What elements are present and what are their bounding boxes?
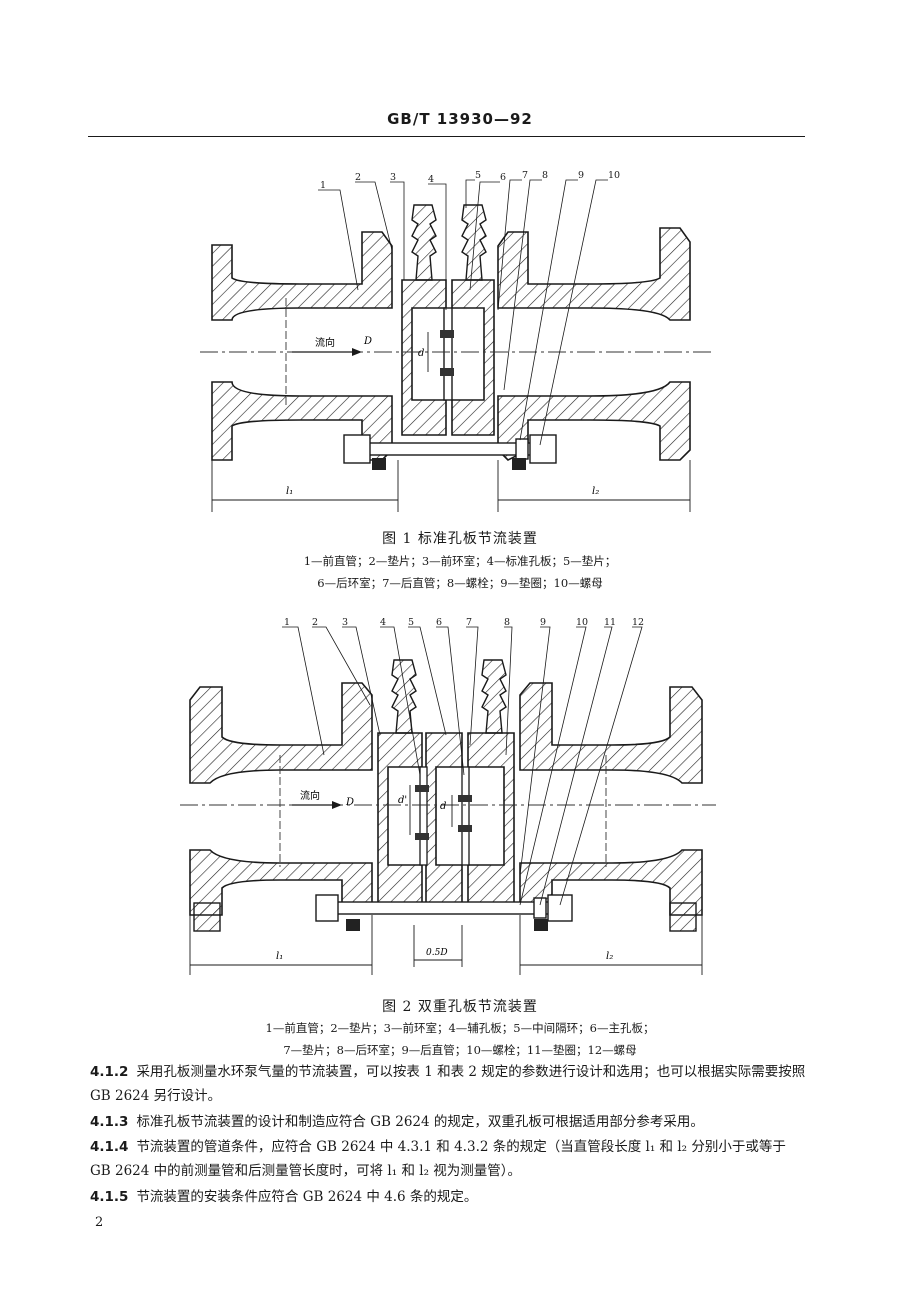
dim-dprime-label: d' [398,795,407,806]
clause-4-1-5: 4.1.5 节流装置的安装条件应符合 GB 2624 中 4.6 条的规定。 [90,1185,808,1209]
label-2: 2 [312,617,318,628]
washer [515,438,529,460]
nut [547,894,573,922]
label-8: 8 [542,170,548,181]
label-4: 4 [428,174,434,185]
figure-2-caption: 图 2 双重孔板节流装置 [382,999,538,1015]
orifice-plate [443,307,453,401]
figure-2-drawing: 流向 D d' d 1 2 3 4 5 6 7 8 9 10 11 12 [180,617,716,975]
label-1: 1 [320,180,326,191]
rear-annular-chamber [467,732,515,904]
header-rule [88,136,805,137]
label-5: 5 [475,170,481,181]
clause-number: 4.1.2 [90,1064,129,1080]
intermediate-ring [425,732,463,904]
clause-4-1-3: 4.1.3 标准孔板节流装置的设计和制造应符合 GB 2624 的规定，双重孔板可… [90,1110,808,1134]
pressure-tap-right [481,659,507,734]
main-orifice-plate [461,766,470,866]
clause-text: 采用孔板测量水环泵气量的节流装置，可以按表 1 和表 2 规定的参数进行设计和选… [90,1064,806,1104]
dim-l1-label: l₁ [286,486,293,497]
washer [533,897,547,919]
bolt-head [315,894,339,922]
front-pipe-upper-wall [189,682,373,784]
figure-2: 流向 D d' d 1 2 3 4 5 6 7 8 9 10 11 12 [0,605,920,990]
dim-half-D-label: 0.5D [426,948,448,958]
bolt [319,901,571,915]
figure-2-legend-line-1: 1—前直管；2—垫片；3—前环室；4—辅孔板；5—中间隔环；6—主孔板； [265,1021,655,1035]
figure-1: 流向 D d 1 2 3 4 5 6 7 8 9 10 [0,160,920,520]
clause-text: 节流装置的安装条件应符合 GB 2624 中 4.6 条的规定。 [136,1189,478,1205]
clause-number: 4.1.5 [90,1189,129,1205]
figure-1-legend-line-2: 6—后环室；7—后直管；8—螺栓；9—垫圈；10—螺母 [317,576,603,590]
label-10: 10 [576,617,588,628]
rear-pipe-upper-wall [497,227,691,321]
dim-l1-label: l₁ [276,951,283,962]
figure-1-legend-line-1: 1—前直管；2—垫片；3—前环室；4—标准孔板；5—垫片； [303,554,617,568]
label-9: 9 [578,170,584,181]
clause-number: 4.1.4 [90,1139,129,1155]
clause-text: 标准孔板节流装置的设计和制造应符合 GB 2624 的规定，双重孔板可根据适用部… [136,1114,704,1130]
label-7: 7 [522,170,528,181]
figure-1-caption: 图 1 标准孔板节流装置 [382,531,538,547]
dim-D-label: D [363,336,372,347]
label-9: 9 [540,617,546,628]
flow-label: 流向 [300,789,320,802]
bolt-head [343,434,371,464]
label-2: 2 [355,172,361,183]
figure-2-legend-line-2: 7—垫片；8—后环室；9—后直管；10—螺栓；11—垫圈；12—螺母 [283,1043,637,1057]
label-6: 6 [500,172,506,183]
page-number: 2 [95,1215,104,1230]
dim-d-label: d [440,801,446,812]
standard-header: GB/T 13930—92 [387,110,533,128]
label-12: 12 [632,617,644,628]
label-8: 8 [504,617,510,628]
rear-pipe-upper-wall [519,682,703,784]
front-annular-chamber [377,732,423,904]
rear-pipe-lower-wall [497,381,691,461]
nut [529,434,557,464]
clause-number: 4.1.3 [90,1114,129,1130]
dim-D-label: D [345,797,354,808]
label-5: 5 [408,617,414,628]
dim-l2-label: l₂ [606,951,613,962]
dim-l2-label: l₂ [592,486,599,497]
front-pipe-upper-wall [211,231,393,321]
flow-label: 流向 [315,336,335,349]
label-6: 6 [436,617,442,628]
label-11: 11 [604,617,616,628]
rear-annular-chamber [451,279,495,436]
label-7: 7 [466,617,472,628]
label-1: 1 [284,617,290,628]
figure-1-drawing: 流向 D d 1 2 3 4 5 6 7 8 9 10 [200,170,712,512]
label-3: 3 [342,617,348,628]
label-10: 10 [608,170,620,181]
label-4: 4 [380,617,386,628]
pressure-tap-left [411,204,437,281]
dim-d-label: d [418,348,424,359]
auxiliary-orifice-plate [419,766,428,866]
label-3: 3 [390,172,396,183]
clause-text: 节流装置的管道条件，应符合 GB 2624 中 4.3.1 和 4.3.2 条的… [90,1139,786,1179]
pressure-tap-left [391,659,417,734]
